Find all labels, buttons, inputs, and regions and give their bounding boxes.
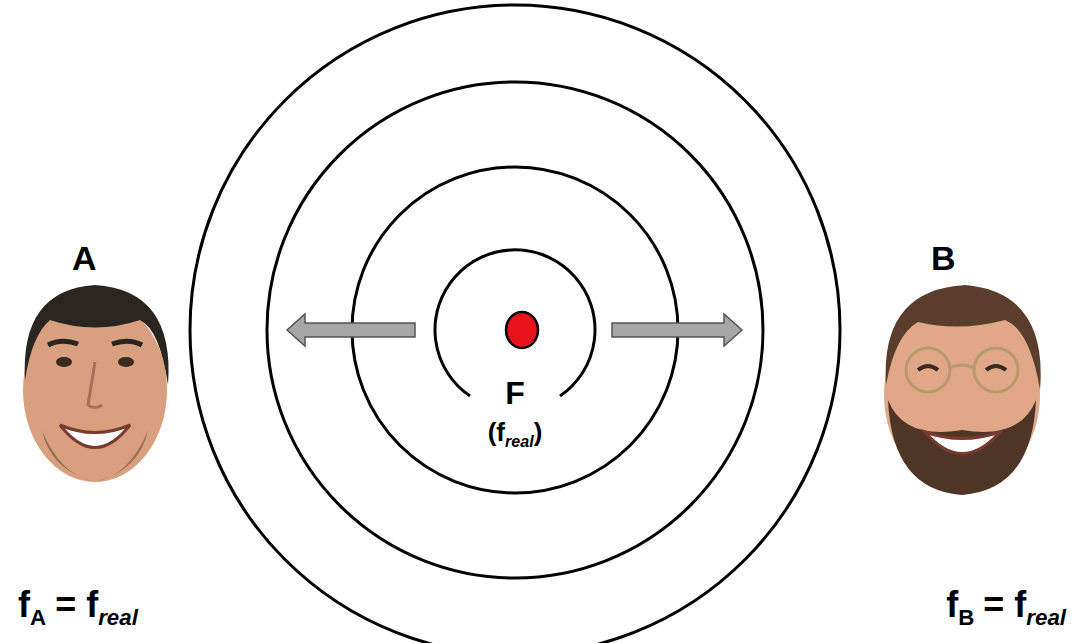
label-text: real — [505, 432, 534, 450]
label-text: f — [946, 584, 958, 625]
motion-arrow — [612, 314, 742, 346]
label-text: real — [1026, 605, 1066, 630]
person-label: B — [931, 240, 956, 277]
label-text: A — [72, 239, 97, 277]
label-text: real — [98, 605, 138, 630]
label-text: B — [931, 239, 956, 277]
face-a — [23, 285, 169, 482]
label-text: A — [30, 605, 46, 630]
source-label: F — [505, 376, 525, 411]
wavefront-arc — [435, 250, 595, 396]
source-dot — [506, 312, 538, 348]
label-text: = f — [55, 584, 98, 625]
frequency-equation: fA = freal — [18, 585, 138, 630]
label-text: (f — [488, 417, 505, 447]
frequency-equation: fB = freal — [946, 585, 1066, 630]
label-text: F — [505, 375, 525, 411]
frequency-label: (freal) — [488, 418, 543, 450]
label-text: = f — [983, 584, 1026, 625]
motion-arrow — [287, 314, 415, 346]
wavefront — [267, 82, 763, 578]
person-label: A — [72, 240, 97, 277]
label-text: f — [18, 584, 30, 625]
label-text: B — [958, 605, 974, 630]
label-text: ) — [534, 417, 543, 447]
face-b — [884, 285, 1041, 495]
wavefront — [190, 5, 840, 643]
